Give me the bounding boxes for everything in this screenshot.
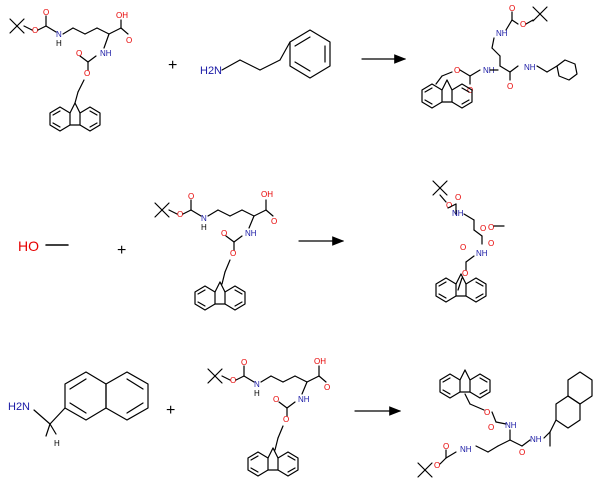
- row2-reactant-fmoc-orn-boc: O O N H OH O NH O O: [154, 190, 277, 311]
- row2-plus-1: +: [117, 242, 126, 259]
- row1-fmoc-co: O: [76, 49, 82, 58]
- p2-boc-co: O: [455, 193, 461, 202]
- row1-co: O: [126, 36, 132, 45]
- p1-boc-o: O: [520, 20, 526, 29]
- r2-oh: OH: [261, 190, 273, 199]
- row2-product-methyl-ester: O O NH O O O NH O O: [432, 180, 505, 303]
- row1-boc-nh: N: [56, 30, 62, 39]
- phenethylamine-nh2: H2N: [200, 65, 222, 77]
- row2-reactant-methanol: HO: [18, 238, 69, 254]
- p3-fmoc-co: O: [488, 423, 494, 432]
- p2-ester-co: O: [480, 224, 486, 233]
- p1-boc-nh: NH: [496, 29, 508, 38]
- p1-amide-co: O: [507, 82, 513, 91]
- p2-boc-o: O: [446, 201, 452, 210]
- row1-oh: OH: [116, 11, 128, 20]
- methanol-ho: HO: [18, 238, 39, 254]
- r2-co: O: [271, 217, 277, 226]
- row1-boc-h: H: [56, 39, 62, 48]
- r2-boc-o: O: [177, 210, 183, 219]
- r3-fmoc-co: O: [273, 395, 279, 404]
- p3-fmoc-o: O: [484, 408, 490, 417]
- row1-reactant-phenethylamine: H2N: [200, 29, 331, 79]
- r2-fmoc-co: O: [221, 229, 227, 238]
- r3-boc-co: O: [241, 358, 247, 367]
- row3-reactant-naphthylethylamine: H2N H: [8, 371, 149, 448]
- r2-fmoc-o: O: [230, 249, 236, 258]
- r3-boc-h: H: [254, 389, 260, 398]
- p1-fmoc-co: O: [467, 86, 473, 95]
- row1-reactant-fmoc-orn-boc: O O N H OH O NH O O: [9, 8, 132, 132]
- p3-amide-co: O: [519, 448, 525, 457]
- r2-boc-co: O: [188, 192, 194, 201]
- r3-fmoc-o: O: [283, 415, 289, 424]
- p1-amide-nh: NH: [524, 63, 536, 72]
- row1-boc-co: O: [43, 8, 49, 17]
- p2-fmoc-o: O: [462, 269, 468, 278]
- row1-product-amide: O O NH NH O NH O O: [421, 4, 578, 109]
- row1-boc-o: O: [32, 26, 38, 35]
- naph-h: H: [54, 439, 60, 448]
- p2-boc-nh: NH: [452, 209, 464, 218]
- p1-boc-co: O: [509, 4, 515, 13]
- r3-co: O: [324, 383, 330, 392]
- p3-amide-nh: NH: [530, 435, 542, 444]
- p3-boc-nh: NH: [460, 445, 472, 454]
- r2-boc-h: H: [201, 223, 207, 232]
- naph-h2n: H2N: [8, 401, 30, 413]
- r2-alpha-nh: NH: [245, 229, 257, 238]
- r2-boc-nh: N: [201, 214, 207, 223]
- p3-alpha-nh: NH: [505, 421, 517, 430]
- p2-alpha-nh: NH: [476, 249, 488, 258]
- r3-boc-o: O: [230, 376, 236, 385]
- row3-reactant-fmoc-orn-boc: O O N H OH O NH O O: [207, 357, 330, 477]
- row3-plus: +: [166, 402, 175, 419]
- p2-ester-o: O: [488, 223, 494, 232]
- r3-alpha-nh: NH: [298, 395, 310, 404]
- p3-boc-co: O: [443, 442, 449, 451]
- row3-product-naphthyl-amide: O O NH O NH NH O O: [417, 369, 593, 478]
- row1-alpha-nh: NH: [100, 49, 112, 58]
- row1-plus: +: [168, 57, 177, 74]
- r3-boc-nh: N: [254, 380, 260, 389]
- p2-ester-o2: O: [488, 239, 494, 248]
- p2-fmoc-co: O: [460, 243, 466, 252]
- r3-oh: OH: [314, 357, 326, 366]
- p1-alpha-nh: NH: [483, 66, 495, 75]
- p3-boc-o: O: [434, 461, 440, 470]
- row1-fmoc-o: O: [84, 69, 90, 78]
- p1-fmoc-o: O: [454, 66, 460, 75]
